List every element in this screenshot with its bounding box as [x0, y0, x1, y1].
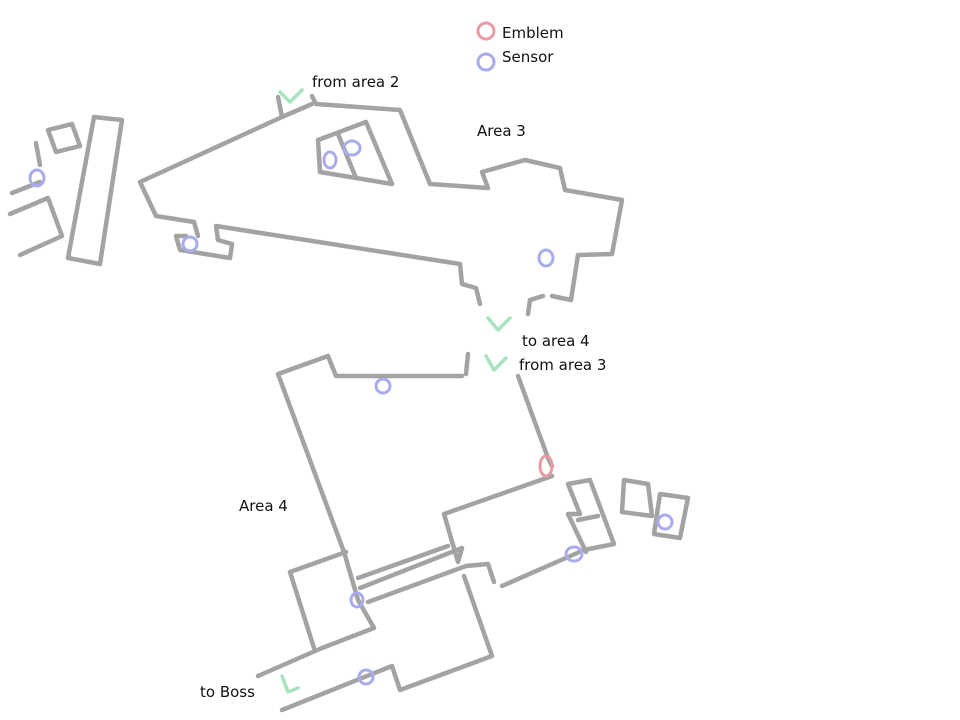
- wall-segment: [315, 119, 395, 187]
- sensor-icon: [342, 139, 362, 157]
- wall-segment: [137, 179, 201, 239]
- to-area-4-label: to area 4: [522, 332, 590, 350]
- wall-segment: [173, 223, 483, 307]
- sensor-icon: [656, 513, 674, 531]
- wall-segment: [33, 140, 43, 168]
- wall-segment: [287, 549, 349, 651]
- area-4-label: Area 4: [239, 497, 288, 515]
- from-area-2-label: from area 2: [312, 73, 400, 91]
- legend-sensor-icon: [476, 52, 496, 72]
- legend-emblem-icon: [476, 21, 496, 41]
- emblem-markers: [538, 454, 554, 478]
- wall-segment: [619, 477, 655, 519]
- sensor-icon: [357, 668, 375, 686]
- sensor-icon: [537, 248, 555, 268]
- sensor-markers: [28, 139, 674, 686]
- area-4-walls: [255, 351, 691, 713]
- to-boss-arrow-icon: [280, 674, 300, 694]
- wall-segment: [525, 293, 546, 317]
- from-area-2-arrow-icon: [278, 88, 304, 104]
- wall-segment: [309, 93, 625, 303]
- emblem-icon: [538, 454, 554, 478]
- legend-emblem-label: Emblem: [502, 24, 564, 42]
- sensor-icon: [564, 545, 584, 563]
- from-area-3-arrow-icon: [484, 354, 508, 372]
- wall-segment: [7, 195, 65, 258]
- sensor-icon: [181, 235, 199, 253]
- wall-segment: [65, 114, 125, 267]
- sensor-icon: [349, 591, 365, 609]
- wall-segment: [575, 513, 601, 523]
- wall-segment: [499, 477, 617, 589]
- to-area-4-arrow-icon: [486, 316, 512, 332]
- sensor-icon: [322, 150, 338, 170]
- wall-segment: [515, 373, 555, 469]
- wall-segment: [279, 101, 315, 120]
- from-area-3-label: from area 3: [519, 356, 607, 374]
- wall-segment: [335, 131, 359, 181]
- exit-markers: [278, 88, 512, 694]
- wall-segment: [137, 94, 285, 185]
- wall-segment: [255, 645, 325, 679]
- wall-segment: [279, 573, 495, 713]
- wall-segment: [463, 351, 471, 377]
- wall-segment: [355, 543, 451, 581]
- wall-segment: [365, 561, 497, 605]
- wall-segment: [357, 473, 555, 591]
- wall-segment: [319, 549, 377, 651]
- wall-segment: [9, 179, 43, 196]
- wall-segment: [45, 121, 83, 155]
- sensor-icon: [28, 168, 46, 188]
- area-3-walls: [7, 93, 625, 317]
- area-3-label: Area 3: [477, 122, 526, 140]
- legend-sensor-label: Sensor: [502, 48, 554, 66]
- sensor-icon: [374, 377, 392, 395]
- wall-segment: [651, 491, 691, 541]
- wall-segment: [275, 353, 465, 555]
- to-boss-label: to Boss: [200, 683, 255, 701]
- legend-icons: [476, 21, 496, 72]
